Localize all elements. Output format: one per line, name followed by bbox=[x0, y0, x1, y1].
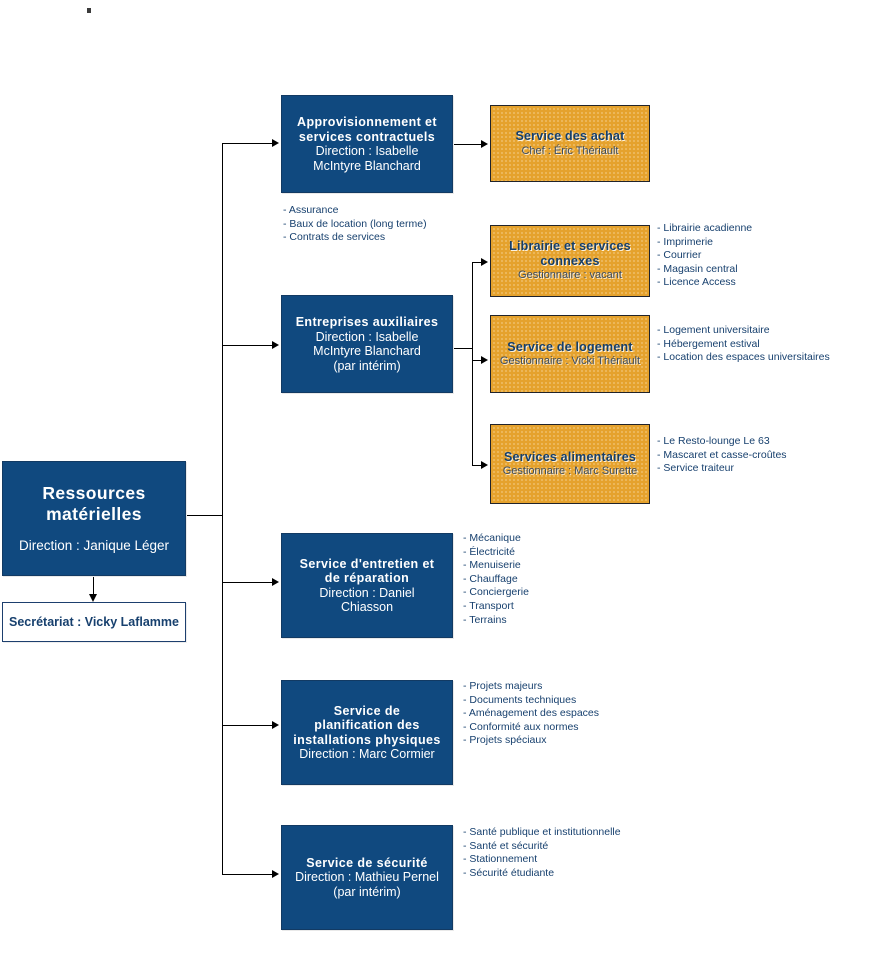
connector-branch-5 bbox=[222, 874, 274, 875]
planification-title: Service de planification des installatio… bbox=[293, 703, 441, 747]
unit-box-service-entretien-reparation[interactable]: Service d'entretien et de réparation Dir… bbox=[281, 533, 453, 638]
list-item: - Imprimerie bbox=[657, 235, 714, 248]
list-item: - Licence Access bbox=[657, 276, 736, 289]
list-item: - Menuiserie bbox=[463, 559, 521, 572]
bullet-list-entretien: - Mécanique - Électricité - Menuiserie -… bbox=[463, 532, 613, 627]
list-item: - Le Resto-lounge Le 63 bbox=[657, 435, 770, 447]
list-item: - Assurance bbox=[283, 204, 339, 216]
list-item: - Magasin central bbox=[657, 262, 738, 275]
arrow-achat bbox=[481, 140, 488, 148]
list-item: - Aménagement des espaces bbox=[463, 707, 599, 720]
connector-branch-3 bbox=[222, 582, 274, 583]
unit-box-service-securite[interactable]: Service de sécurité Direction : Mathieu … bbox=[281, 825, 453, 930]
unit-box-approvisionnement[interactable]: Approvisionnement et services contractue… bbox=[281, 95, 453, 193]
root-direction: Direction : Janique Léger bbox=[18, 537, 170, 553]
list-item: - Chauffage bbox=[463, 572, 518, 585]
connector-aux-3 bbox=[472, 465, 483, 466]
alimentaires-title: Services alimentaires bbox=[503, 449, 637, 464]
list-item: - Mascaret et casse-croûtes bbox=[657, 448, 787, 461]
connector-aux-trunk bbox=[472, 262, 473, 465]
list-item: - Location des espaces universitaires bbox=[657, 351, 830, 364]
bullet-list-librairie: - Librairie acadienne - Imprimerie - Cou… bbox=[657, 222, 872, 290]
connector-root-stub bbox=[186, 515, 223, 516]
bullet-list-planification: - Projets majeurs - Documents techniques… bbox=[463, 680, 663, 748]
arrow-branch-3 bbox=[272, 578, 279, 586]
librairie-manager: Gestionnaire : vacant bbox=[518, 269, 622, 282]
arrow-branch-2 bbox=[272, 341, 279, 349]
connector-aux-2 bbox=[472, 360, 483, 361]
root-title-line2: matérielles bbox=[46, 503, 142, 524]
connector-achat bbox=[453, 144, 483, 145]
connector-aux-stub bbox=[453, 348, 473, 349]
arrow-branch-4 bbox=[272, 721, 279, 729]
list-item: - Documents techniques bbox=[463, 693, 577, 706]
unit-box-entreprises-auxiliaires[interactable]: Entreprises auxiliaires Direction : Isab… bbox=[281, 295, 453, 393]
service-box-service-des-achat[interactable]: Service des achat Chef : Éric Thériault bbox=[490, 105, 650, 182]
list-item: - Conformité aux normes bbox=[463, 720, 579, 733]
arrow-aux-3 bbox=[481, 461, 488, 469]
approvisionnement-direction: Direction : Isabelle McIntyre Blanchard bbox=[313, 144, 421, 173]
connector-secretariat bbox=[93, 576, 94, 596]
entretien-title: Service d'entretien et de réparation bbox=[299, 556, 435, 586]
securite-direction: Direction : Mathieu Pernel (par intérim) bbox=[295, 870, 439, 899]
alimentaires-manager: Gestionnaire : Marc Surette bbox=[502, 465, 638, 478]
list-item: - Service traiteur bbox=[657, 462, 735, 475]
librairie-title: Librairie et services connexes bbox=[509, 239, 631, 268]
approvisionnement-title: Approvisionnement et services contractue… bbox=[297, 115, 437, 144]
list-item: - Santé et sécurité bbox=[463, 839, 549, 852]
list-item: - Projets spéciaux bbox=[463, 734, 547, 747]
list-item: - Librairie acadienne bbox=[657, 222, 753, 234]
arrow-secretariat bbox=[89, 594, 97, 602]
unit-box-service-planification-installations[interactable]: Service de planification des installatio… bbox=[281, 680, 453, 785]
list-item: - Courrier bbox=[657, 249, 702, 262]
service-des-achat-manager: Chef : Éric Thériault bbox=[521, 144, 619, 157]
bullet-list-logement: - Logement universitaire - Hébergement e… bbox=[657, 324, 882, 365]
entretien-direction: Direction : Daniel Chiasson bbox=[319, 585, 415, 615]
service-box-librairie-et-services-connexes[interactable]: Librairie et services connexes Gestionna… bbox=[490, 225, 650, 297]
arrow-aux-2 bbox=[481, 356, 488, 364]
bullet-list-approvisionnement: - Assurance - Baux de location (long ter… bbox=[283, 204, 493, 245]
service-box-services-alimentaires[interactable]: Services alimentaires Gestionnaire : Mar… bbox=[490, 424, 650, 504]
list-item: - Électricité bbox=[463, 545, 515, 558]
list-item: - Mécanique bbox=[463, 532, 521, 544]
list-item: - Projets majeurs bbox=[463, 680, 543, 692]
artifact-speck bbox=[87, 8, 91, 13]
arrow-branch-5 bbox=[272, 870, 279, 878]
root-title-line1: Ressources bbox=[42, 483, 146, 504]
service-des-achat-title: Service des achat bbox=[515, 129, 625, 144]
planification-direction: Direction : Marc Cormier bbox=[299, 747, 435, 761]
arrow-aux-1 bbox=[481, 258, 488, 266]
logement-manager: Gestionnaire : Vicki Thériault bbox=[499, 355, 641, 368]
logement-title: Service de logement bbox=[507, 339, 633, 354]
bullet-list-securite: - Santé publique et institutionnelle - S… bbox=[463, 826, 678, 880]
connector-branch-2 bbox=[222, 345, 274, 346]
connector-aux-1 bbox=[472, 262, 483, 263]
service-box-service-de-logement[interactable]: Service de logement Gestionnaire : Vicki… bbox=[490, 315, 650, 393]
list-item: - Santé publique et institutionnelle bbox=[463, 826, 621, 838]
root-title: Ressources matérielles bbox=[42, 483, 145, 524]
entreprises-auxiliaires-direction: Direction : Isabelle McIntyre Blanchard … bbox=[313, 329, 421, 373]
connector-branch-4 bbox=[222, 725, 274, 726]
secretariat-label: Secrétariat : Vicky Laflamme bbox=[8, 615, 179, 629]
list-item: - Transport bbox=[463, 599, 514, 612]
list-item: - Hébergement estival bbox=[657, 337, 760, 350]
unit-box-ressources-materielles[interactable]: Ressources matérielles Direction : Janiq… bbox=[2, 461, 186, 576]
secretariat-box[interactable]: Secrétariat : Vicky Laflamme bbox=[2, 602, 186, 642]
securite-title: Service de sécurité bbox=[306, 855, 428, 870]
list-item: - Terrains bbox=[463, 613, 507, 626]
list-item: - Stationnement bbox=[463, 853, 538, 866]
list-item: - Sécurité étudiante bbox=[463, 866, 555, 879]
list-item: - Conciergerie bbox=[463, 586, 529, 599]
list-item: - Contrats de services bbox=[283, 231, 386, 244]
entreprises-auxiliaires-title: Entreprises auxiliaires bbox=[295, 315, 439, 329]
arrow-branch-1 bbox=[272, 139, 279, 147]
connector-main-trunk bbox=[222, 143, 223, 875]
list-item: - Baux de location (long terme) bbox=[283, 217, 427, 230]
list-item: - Logement universitaire bbox=[657, 324, 770, 336]
connector-branch-1 bbox=[222, 143, 274, 144]
bullet-list-alimentaires: - Le Resto-lounge Le 63 - Mascaret et ca… bbox=[657, 435, 872, 476]
